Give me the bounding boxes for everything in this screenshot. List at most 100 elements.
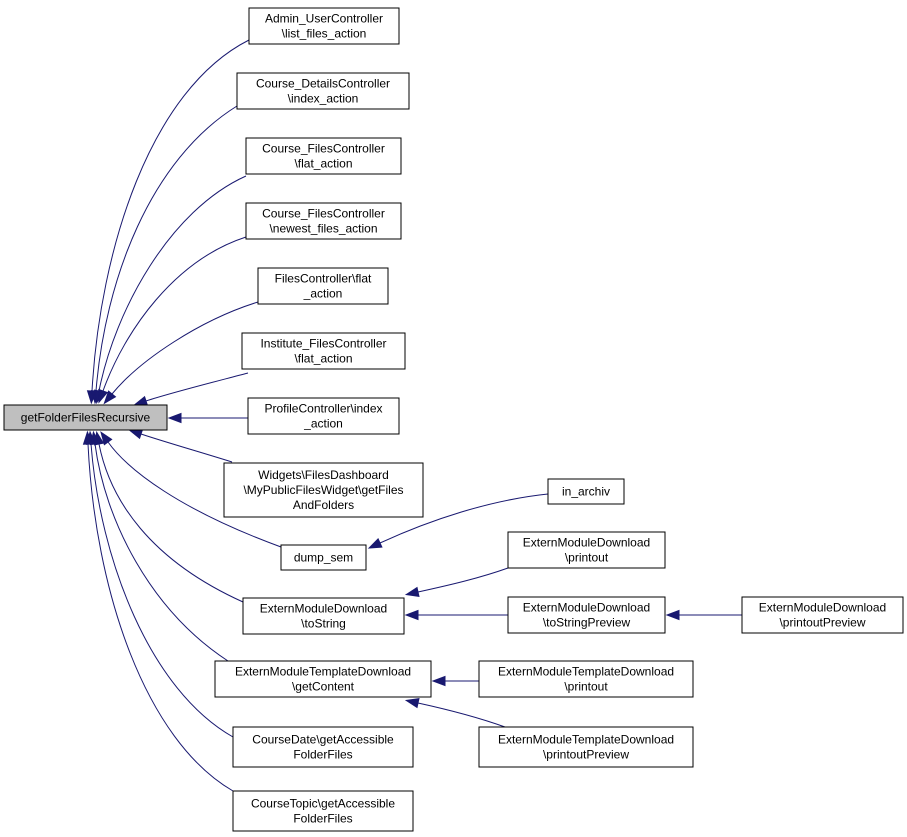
edge-admin_user-to-root — [86, 39, 250, 405]
edge-files_flat-to-root — [103, 301, 259, 405]
edge-extern_printout-to-extern_tostring — [404, 567, 509, 597]
arrowhead — [367, 538, 383, 549]
node-in_archiv[interactable]: in_archiv — [547, 478, 625, 505]
node-box — [478, 726, 694, 768]
node-course_files_flat[interactable]: Course_FilesController\flat_action — [245, 137, 402, 175]
edge-line — [98, 175, 247, 392]
node-label-line: FolderFiles — [293, 812, 352, 826]
arrowhead — [167, 412, 182, 424]
edge-line — [417, 567, 509, 593]
node-label-line: dump_sem — [294, 551, 353, 565]
node-extern_tostringpreview[interactable]: ExternModuleDownload\toStringPreview — [507, 596, 666, 634]
edge-tpl_getcontent-to-root — [89, 430, 229, 662]
node-label-line: ExternModuleDownload — [759, 601, 886, 615]
node-label-line: FilesController\flat — [275, 272, 372, 286]
edge-tpl_printout-to-tpl_getcontent — [431, 675, 479, 687]
node-label-line: Course_FilesController — [262, 207, 385, 221]
node-box — [247, 397, 400, 435]
node-box — [547, 478, 625, 505]
node-label-line: getFolderFilesRecursive — [21, 411, 151, 425]
node-label-line: \index_action — [288, 92, 359, 106]
edges — [82, 39, 742, 792]
node-label-line: AndFolders — [293, 498, 354, 512]
node-tpl_printoutpreview[interactable]: ExternModuleTemplateDownload\printoutPre… — [478, 726, 694, 768]
node-files_flat[interactable]: FilesController\flat_action — [257, 267, 389, 305]
node-label-line: ExternModuleDownload — [260, 602, 387, 616]
edge-line — [379, 493, 549, 544]
arrowhead — [665, 609, 680, 621]
node-label-line: Widgets\FilesDashboard — [258, 468, 389, 482]
node-widgets_files[interactable]: Widgets\FilesDashboard\MyPublicFilesWidg… — [223, 462, 424, 518]
edge-line — [145, 372, 249, 402]
node-extern_tostring[interactable]: ExternModuleDownload\toString — [242, 597, 405, 635]
node-box — [223, 462, 424, 518]
arrowhead — [103, 390, 117, 405]
arrowhead — [98, 388, 109, 404]
node-label-line: _action — [303, 417, 343, 431]
edge-line — [95, 105, 238, 392]
edge-line — [140, 433, 233, 463]
node-label-line: \MyPublicFilesWidget\getFiles — [243, 483, 403, 497]
edge-line — [417, 702, 506, 728]
edge-line — [102, 236, 247, 392]
node-box — [232, 726, 414, 768]
edge-in_archiv-to-dump_sem — [367, 493, 549, 549]
arrowhead — [404, 586, 420, 597]
node-box — [214, 660, 432, 698]
node-box — [257, 267, 389, 305]
node-profile_index[interactable]: ProfileController\index_action — [247, 397, 400, 435]
node-label-line: \toString — [301, 617, 346, 631]
node-dump_sem[interactable]: dump_sem — [280, 544, 367, 571]
node-box — [507, 596, 666, 634]
node-extern_printoutpreview[interactable]: ExternModuleDownload\printoutPreview — [741, 596, 904, 634]
arrowhead — [133, 395, 149, 406]
node-label-line: Course_FilesController — [262, 142, 385, 156]
node-label-line: _action — [303, 287, 343, 301]
node-admin_user[interactable]: Admin_UserController\list_files_action — [248, 7, 400, 45]
node-box — [245, 137, 402, 175]
edge-widgets_files-to-root — [128, 429, 233, 463]
node-label-line: \getContent — [292, 680, 355, 694]
edge-dump_sem-to-root — [100, 431, 282, 548]
node-root[interactable]: getFolderFilesRecursive — [3, 404, 168, 431]
nodes: getFolderFilesRecursive Admin_UserControl… — [3, 7, 904, 832]
node-course_files_newest[interactable]: Course_FilesController\newest_files_acti… — [245, 202, 402, 240]
node-box — [241, 332, 406, 370]
node-label-line: Institute_FilesController — [260, 337, 386, 351]
node-institute_files_flat[interactable]: Institute_FilesController\flat_action — [241, 332, 406, 370]
node-box — [245, 202, 402, 240]
node-box — [248, 7, 400, 45]
node-extern_printout[interactable]: ExternModuleDownload\printout — [507, 531, 666, 569]
node-tpl_getcontent[interactable]: ExternModuleTemplateDownload\getContent — [214, 660, 432, 698]
node-label-line: ExternModuleDownload — [523, 601, 650, 615]
node-box — [741, 596, 904, 634]
edge-course_details-to-root — [90, 105, 238, 405]
node-label-line: \printoutPreview — [543, 748, 629, 762]
node-tpl_printout[interactable]: ExternModuleTemplateDownload\printout — [478, 660, 694, 698]
node-label-line: ProfileController\index — [264, 402, 382, 416]
node-box — [3, 404, 168, 431]
node-course_details[interactable]: Course_DetailsController\index_action — [236, 72, 410, 110]
edge-course_files_flat-to-root — [93, 175, 247, 405]
node-label-line: CourseTopic\getAccessible — [251, 797, 395, 811]
node-label-line: \printout — [564, 680, 608, 694]
edge-institute_files_flat-to-root — [133, 372, 249, 406]
node-label-line: ExternModuleTemplateDownload — [498, 733, 674, 747]
node-label-line: CourseDate\getAccessible — [252, 733, 394, 747]
node-label-line: \newest_files_action — [269, 222, 377, 236]
node-box — [280, 544, 367, 571]
edge-line — [90, 443, 234, 738]
node-box — [236, 72, 410, 110]
node-box — [478, 660, 694, 698]
node-label-line: \list_files_action — [282, 27, 367, 41]
node-label-line: in_archiv — [562, 485, 610, 499]
node-box — [232, 790, 414, 832]
node-label-line: FolderFiles — [293, 748, 352, 762]
node-box — [507, 531, 666, 569]
arrowhead — [128, 429, 144, 440]
edge-extern_tostring-to-root — [93, 430, 244, 603]
edge-line — [94, 443, 229, 662]
